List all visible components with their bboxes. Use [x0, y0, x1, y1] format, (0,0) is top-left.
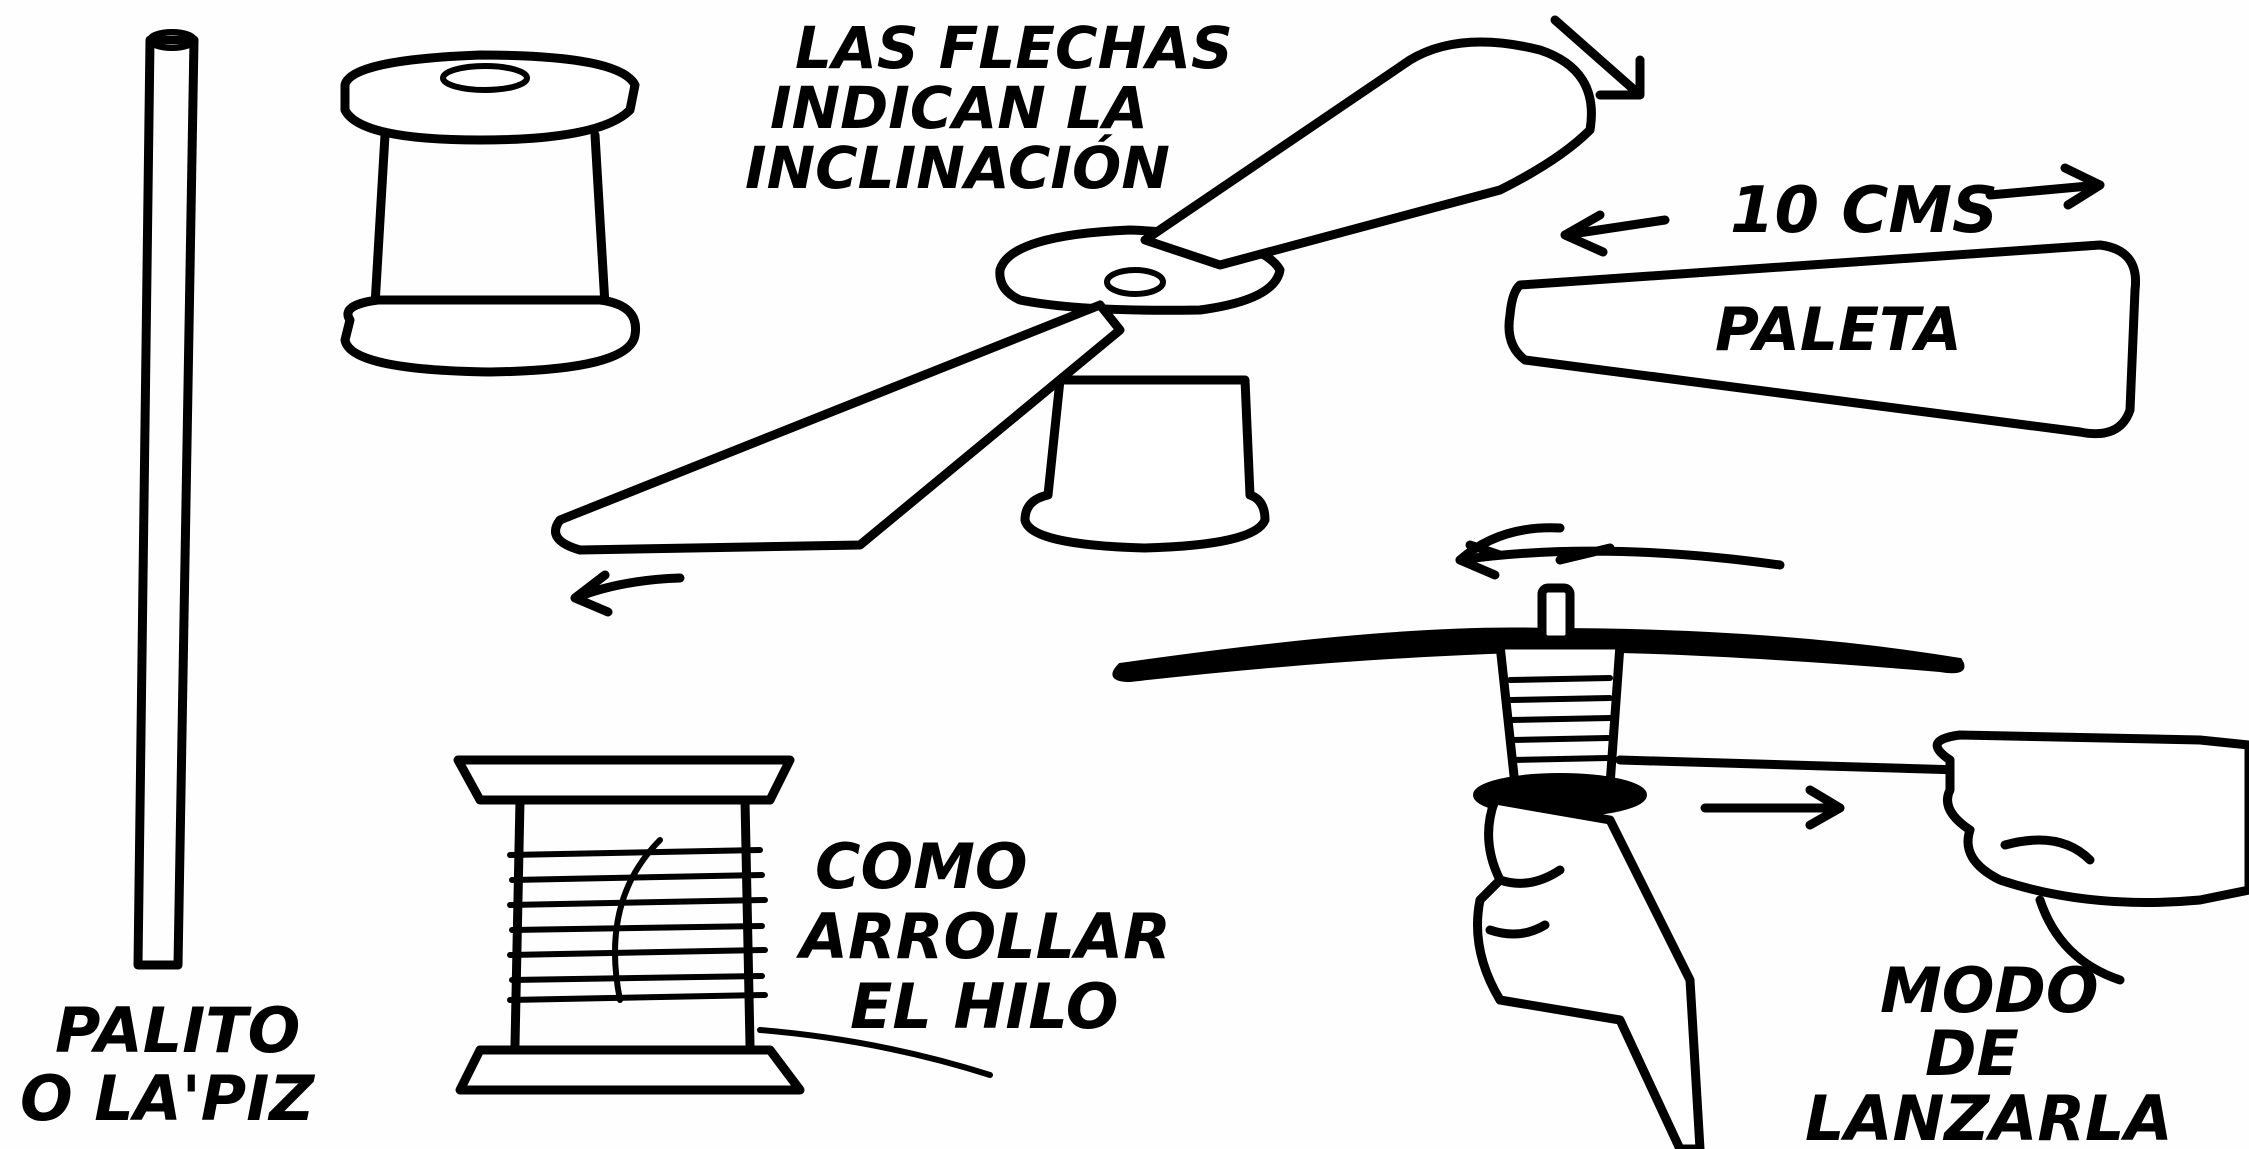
- label-como: COMO ARROLLAR EL HILO: [795, 830, 1171, 1043]
- spool-drawing: [340, 50, 641, 377]
- label-palito-line-2: O LA'PIZ: [20, 1062, 315, 1135]
- label-palito: PALITO O LA'PIZ: [20, 994, 315, 1135]
- label-modo: MODO DE LANZARLA: [1805, 954, 2173, 1149]
- stick-drawing: [133, 29, 199, 970]
- label-modo-line-1: MODO: [1880, 954, 2099, 1027]
- thread-spool-drawing: [453, 755, 993, 1095]
- propeller-drawing: [551, 15, 1645, 617]
- label-flechas-line-2: INDICAN LA: [770, 74, 1148, 142]
- label-medida: 10 CMS: [1730, 174, 1998, 248]
- label-como-line-3: EL HILO: [850, 970, 1118, 1043]
- label-modo-line-2: DE: [1925, 1017, 2019, 1090]
- label-como-line-1: COMO: [815, 830, 1028, 903]
- label-como-line-2: ARROLLAR: [795, 900, 1171, 973]
- launch-drawing: [1112, 523, 2249, 1149]
- label-palito-line-1: PALITO: [55, 994, 300, 1067]
- label-modo-line-3: LANZARLA: [1805, 1082, 2173, 1149]
- label-paleta: PALETA: [1715, 295, 1962, 365]
- paleta-drawing: [1504, 163, 2141, 439]
- label-flechas: LAS FLECHAS INDICAN LA INCLINACIÓN: [745, 14, 1233, 202]
- label-flechas-line-1: LAS FLECHAS: [795, 14, 1233, 82]
- label-flechas-line-3: INCLINACIÓN: [745, 133, 1170, 202]
